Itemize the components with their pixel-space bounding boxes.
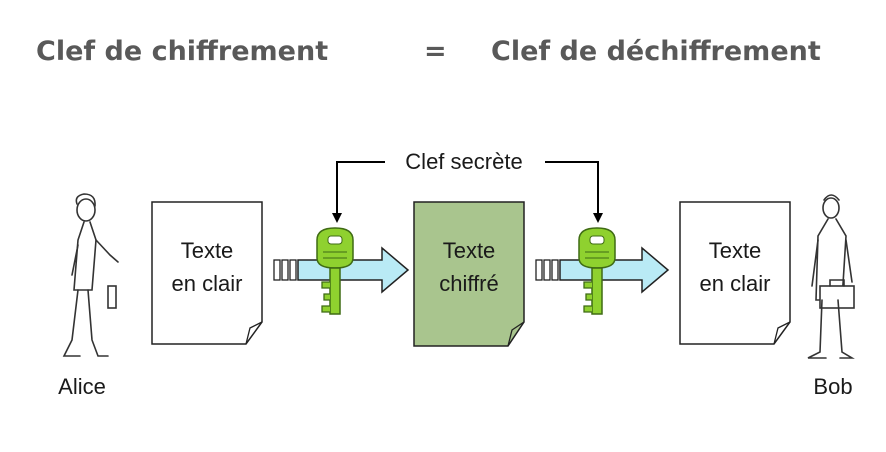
ciphertext-document: Texte chiffré	[413, 201, 525, 347]
plaintext-right-line1: Texte	[709, 238, 762, 263]
encryption-key-title: Clef de chiffrement	[36, 36, 329, 67]
equals-sign: =	[424, 36, 447, 67]
sender-label: Alice	[58, 374, 106, 399]
plaintext-right-line2: en clair	[700, 271, 771, 296]
secret-key-label: Clef secrète	[405, 149, 522, 174]
key-bracket-right-arrow	[545, 161, 603, 223]
ciphertext-line2: chiffré	[439, 271, 499, 296]
plaintext-document-left: Texte en clair	[151, 201, 263, 345]
plaintext-document-right: Texte en clair	[679, 201, 791, 345]
key-bracket-left-arrow	[332, 161, 385, 223]
encrypt-arrow-icon	[273, 246, 410, 294]
ciphertext-line1: Texte	[443, 238, 496, 263]
bob-figure-icon	[807, 194, 855, 359]
plaintext-left-line2: en clair	[172, 271, 243, 296]
decrypt-arrow-icon	[535, 246, 670, 294]
alice-figure-icon	[62, 193, 119, 357]
plaintext-left-line1: Texte	[181, 238, 234, 263]
decryption-key-title: Clef de déchiffrement	[491, 36, 821, 67]
receiver-label: Bob	[813, 374, 852, 399]
